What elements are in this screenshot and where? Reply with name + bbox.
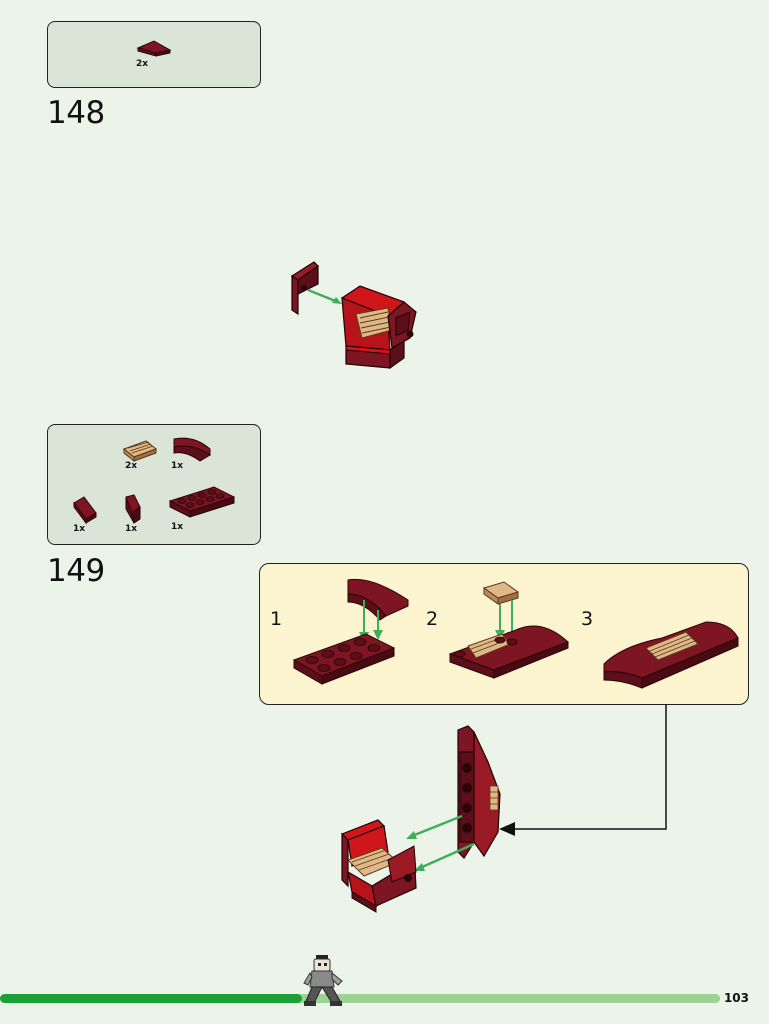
- minifig-mascot-icon: [303, 955, 343, 1006]
- seat-assembly: [340, 819, 417, 913]
- seat-assembly: [340, 285, 417, 370]
- sub-step-number-3: 3: [581, 608, 594, 630]
- step-148-model-illustration: [290, 261, 417, 370]
- assembly-arrow: [406, 814, 475, 871]
- dark-red-wing-piece-icon: [136, 40, 172, 57]
- part-qty: 2x: [125, 461, 138, 471]
- assembly-arrow: [307, 288, 342, 304]
- sub-step-number-2: 2: [426, 608, 439, 630]
- part-qty: 1x: [125, 524, 138, 534]
- part-qty: 1x: [73, 524, 86, 534]
- progress-bar-fill: [0, 994, 303, 1003]
- progress-bar: [0, 994, 720, 1003]
- sub-step-number-1: 1: [270, 608, 283, 630]
- part-qty: 1x: [171, 461, 184, 471]
- sub-step-3-illustration: [603, 621, 739, 689]
- step-number-148: 148: [47, 95, 105, 131]
- parts-callout-149: 2x 1x 1x 1x 1x: [47, 424, 261, 545]
- step-number-149: 149: [47, 553, 105, 589]
- step-149-model-illustration: [340, 725, 501, 913]
- callout-arrow: [499, 705, 667, 836]
- tan-grille-tile-icon: [122, 440, 158, 463]
- page-number: 103: [723, 991, 749, 1005]
- parts-callout-148: 2x: [47, 21, 261, 88]
- dark-red-plate-2x4-icon: [168, 486, 236, 518]
- part-qty: 2x: [136, 59, 149, 69]
- sub-assembly-box: 1 2 3: [259, 563, 749, 705]
- dark-red-wedge-left-icon: [73, 496, 97, 525]
- part-qty: 1x: [171, 522, 184, 532]
- dark-red-wedge-right-icon: [125, 494, 141, 524]
- side-panel-assembly: [457, 725, 501, 859]
- dark-red-curved-slope-icon: [173, 437, 211, 462]
- sub-step-2-illustration: [448, 581, 569, 679]
- progress-bar-remaining: [0, 994, 720, 1003]
- loose-wing-piece: [290, 261, 319, 316]
- sub-step-1-illustration: [292, 578, 409, 685]
